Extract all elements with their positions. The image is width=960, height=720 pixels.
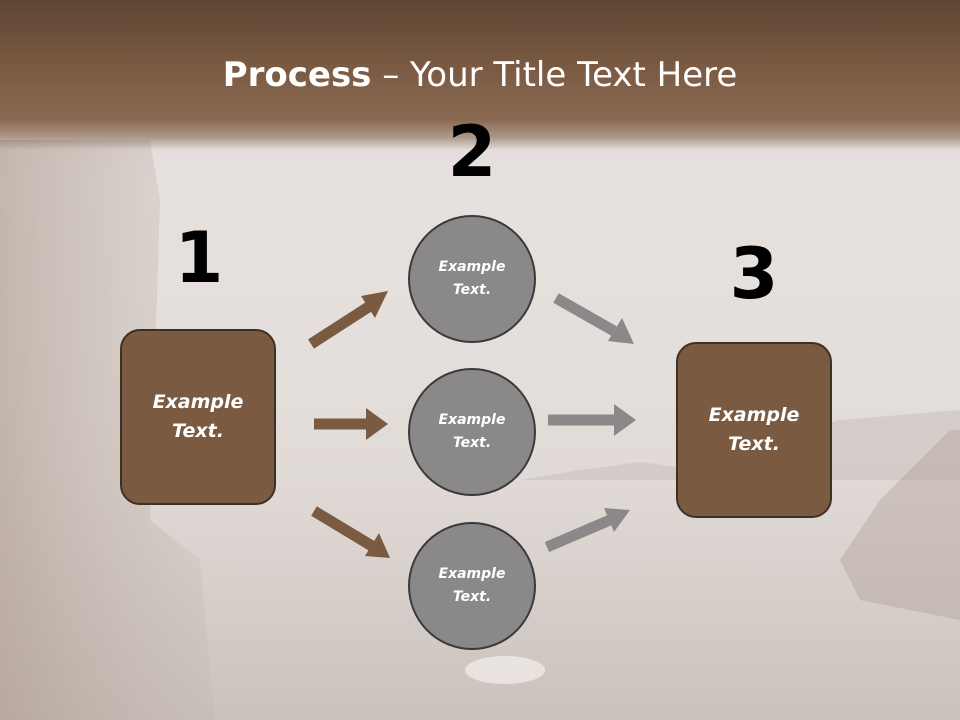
title-band [0, 0, 960, 150]
arrow-from-top-circle [553, 293, 634, 344]
arrow-to-bottom-circle [311, 506, 390, 558]
title-rest: – Your Title Text Here [371, 55, 738, 95]
page-title: Process – Your Title Text Here [0, 54, 960, 96]
start-box-line2: Text. [172, 420, 224, 442]
step-number-1: 1 [174, 217, 224, 299]
end-box-line2: Text. [728, 433, 780, 455]
arrow-from-bottom-circle [544, 508, 630, 553]
circle-bottom-line1: Example [438, 566, 506, 582]
arrow-to-middle-circle [314, 408, 388, 440]
middle-circle-bottom: Example Text. [408, 522, 536, 650]
end-box: Example Text. [676, 342, 832, 518]
circle-top-line2: Text. [452, 282, 492, 298]
step-number-2: 2 [447, 111, 497, 193]
arrow-from-middle-circle [548, 404, 636, 436]
circle-bottom-line2: Text. [452, 589, 492, 605]
circle-center-line2: Text. [452, 435, 492, 451]
middle-circle-center: Example Text. [408, 368, 536, 496]
title-bold: Process [222, 55, 372, 95]
circle-top-line1: Example [438, 259, 506, 275]
middle-circle-top: Example Text. [408, 215, 536, 343]
end-box-line1: Example [708, 404, 800, 426]
start-box-line1: Example [152, 391, 244, 413]
start-box: Example Text. [120, 329, 276, 505]
circle-center-line1: Example [438, 412, 506, 428]
arrow-to-top-circle [308, 291, 388, 349]
step-number-3: 3 [729, 233, 779, 315]
